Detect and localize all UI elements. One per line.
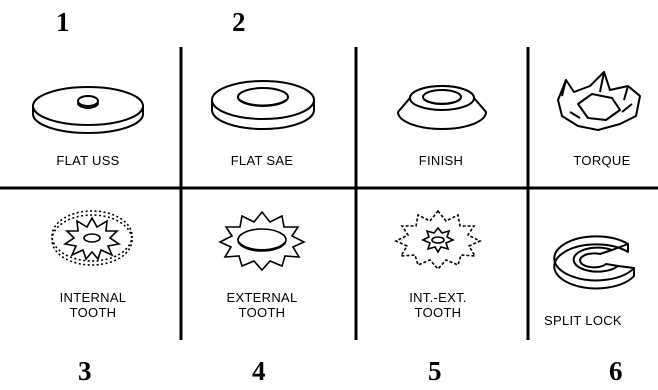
int-ext-tooth-washer-icon — [396, 211, 480, 269]
flat-uss-label: FLAT USS — [13, 153, 163, 168]
number-6: 6 — [609, 358, 623, 385]
torque-washer-icon — [558, 72, 640, 130]
internal-tooth-label: INTERNAL TOOTH — [18, 290, 168, 320]
split-lock-label: SPLIT LOCK — [528, 313, 658, 328]
int-ext-tooth-label: INT.-EXT. TOOTH — [363, 290, 513, 320]
split-lock-washer-icon — [554, 236, 634, 288]
finish-washer-icon — [398, 86, 486, 129]
number-3: 3 — [78, 358, 92, 385]
internal-tooth-washer-icon — [52, 211, 132, 265]
external-tooth-label: EXTERNAL TOOTH — [187, 290, 337, 320]
number-5: 5 — [428, 358, 442, 385]
flat-uss-washer-icon — [33, 87, 143, 133]
flat-sae-washer-icon — [212, 81, 314, 129]
torque-label: TORQUE — [527, 153, 658, 168]
external-tooth-washer-icon — [220, 212, 304, 270]
number-4: 4 — [252, 358, 266, 385]
flat-sae-label: FLAT SAE — [187, 153, 337, 168]
number-1: 1 — [56, 9, 70, 36]
number-2: 2 — [232, 9, 246, 36]
finish-label: FINISH — [366, 153, 516, 168]
